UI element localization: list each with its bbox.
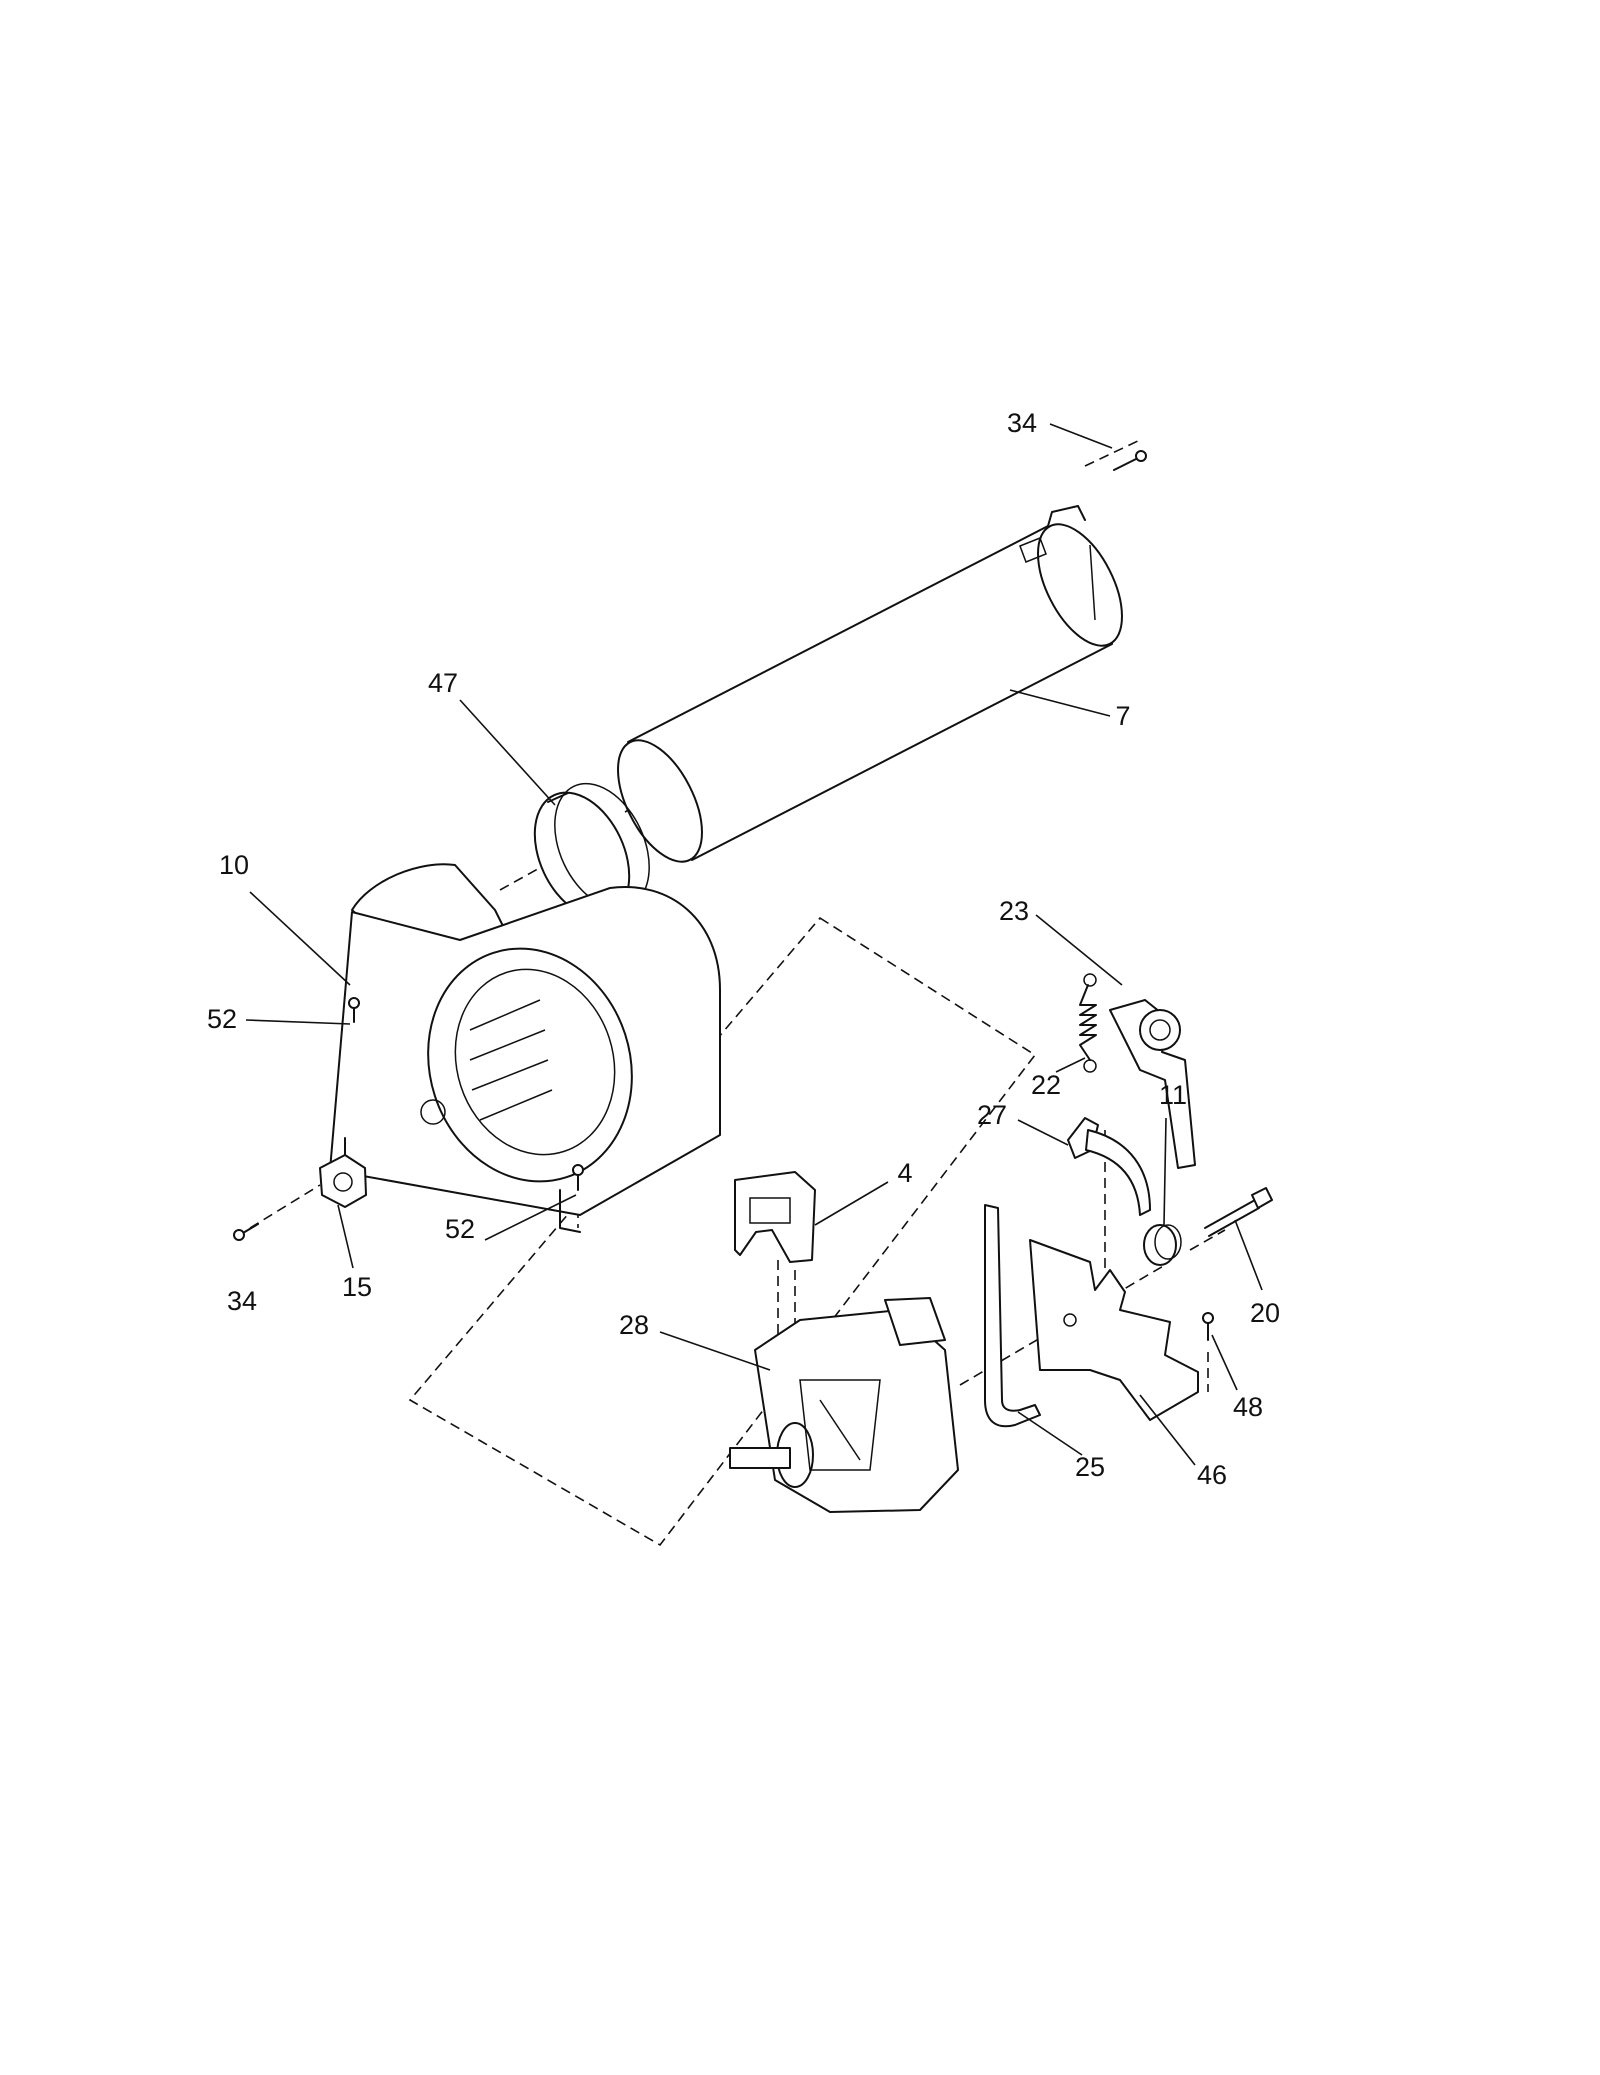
leader-lines bbox=[245, 423, 1263, 1466]
motor-part bbox=[729, 1297, 959, 1513]
callout-4: 4 bbox=[897, 1158, 912, 1188]
spring-part bbox=[1079, 973, 1097, 1073]
idler-arm-part bbox=[1109, 999, 1196, 1169]
callout-48: 48 bbox=[1233, 1392, 1263, 1422]
callout-46: 46 bbox=[1197, 1460, 1227, 1490]
thermostat-part bbox=[319, 1154, 367, 1208]
screw-52-upper bbox=[348, 997, 360, 1023]
belt-clip-part bbox=[1067, 1117, 1151, 1216]
motor-mount-part bbox=[734, 1171, 816, 1263]
pulley-part bbox=[1143, 1224, 1182, 1266]
screw-48 bbox=[1202, 1312, 1214, 1341]
callout-25: 25 bbox=[1075, 1452, 1105, 1482]
callout-28: 28 bbox=[619, 1310, 649, 1340]
callout-34-top: 34 bbox=[1007, 408, 1037, 438]
callout-52-upper: 52 bbox=[207, 1004, 237, 1034]
callout-34-left: 34 bbox=[227, 1286, 257, 1316]
callout-27: 27 bbox=[977, 1100, 1007, 1130]
motor-bracket-part bbox=[1029, 1239, 1199, 1421]
callout-47: 47 bbox=[428, 668, 458, 698]
callout-23: 23 bbox=[999, 896, 1029, 926]
callout-20: 20 bbox=[1250, 1298, 1280, 1328]
bolt-part bbox=[1204, 1187, 1273, 1237]
drum-part bbox=[617, 505, 1123, 863]
screw-52-lower bbox=[572, 1164, 584, 1191]
blower-housing-part bbox=[329, 863, 721, 1233]
callout-52-lower: 52 bbox=[445, 1214, 475, 1244]
callout-11: 11 bbox=[1159, 1080, 1187, 1110]
callout-15: 15 bbox=[342, 1272, 372, 1302]
callout-7: 7 bbox=[1115, 701, 1130, 731]
callout-22: 22 bbox=[1031, 1070, 1061, 1100]
callout-10: 10 bbox=[219, 850, 249, 880]
screw-34-left bbox=[233, 1223, 259, 1241]
drive-belt-part bbox=[984, 1204, 1041, 1428]
callout-labels: 34 47 7 10 23 52 22 27 11 4 52 20 34 15 … bbox=[207, 408, 1280, 1490]
screw-34-top bbox=[1113, 450, 1147, 471]
